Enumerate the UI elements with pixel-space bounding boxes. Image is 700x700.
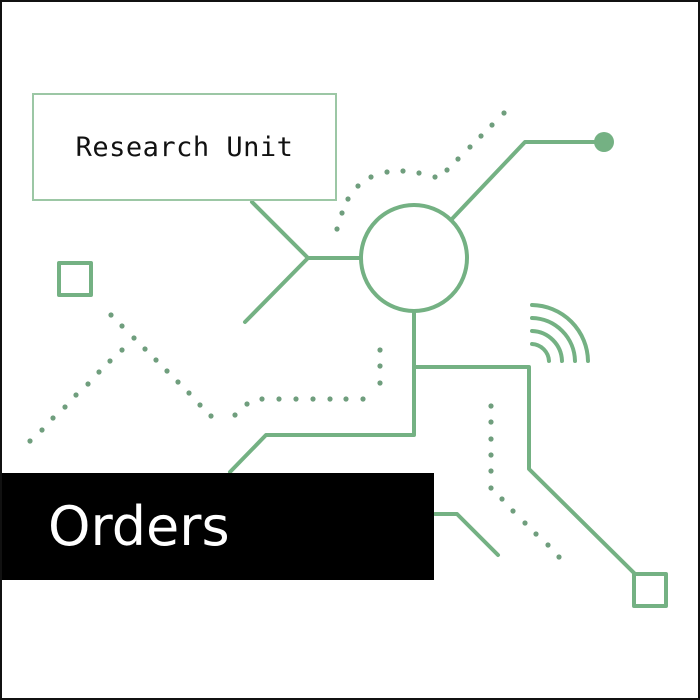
right-branch-line [412,365,637,576]
small-square-icon [632,572,668,608]
fork-line-upper [250,200,362,260]
left-branch-line [228,309,416,474]
title-exit-line [433,512,500,557]
terminal-line [449,140,602,222]
wifi-signal-icon [530,303,590,363]
dotted-paths [27,110,562,560]
research-unit-label: Research Unit [75,131,294,163]
page-title: Orders [48,495,230,558]
small-square-icon [57,261,93,297]
research-unit-label-box: Research Unit [32,93,337,201]
title-bar: Orders [2,473,434,580]
fork-line-lower [243,256,310,324]
terminal-dot-icon [594,132,614,152]
